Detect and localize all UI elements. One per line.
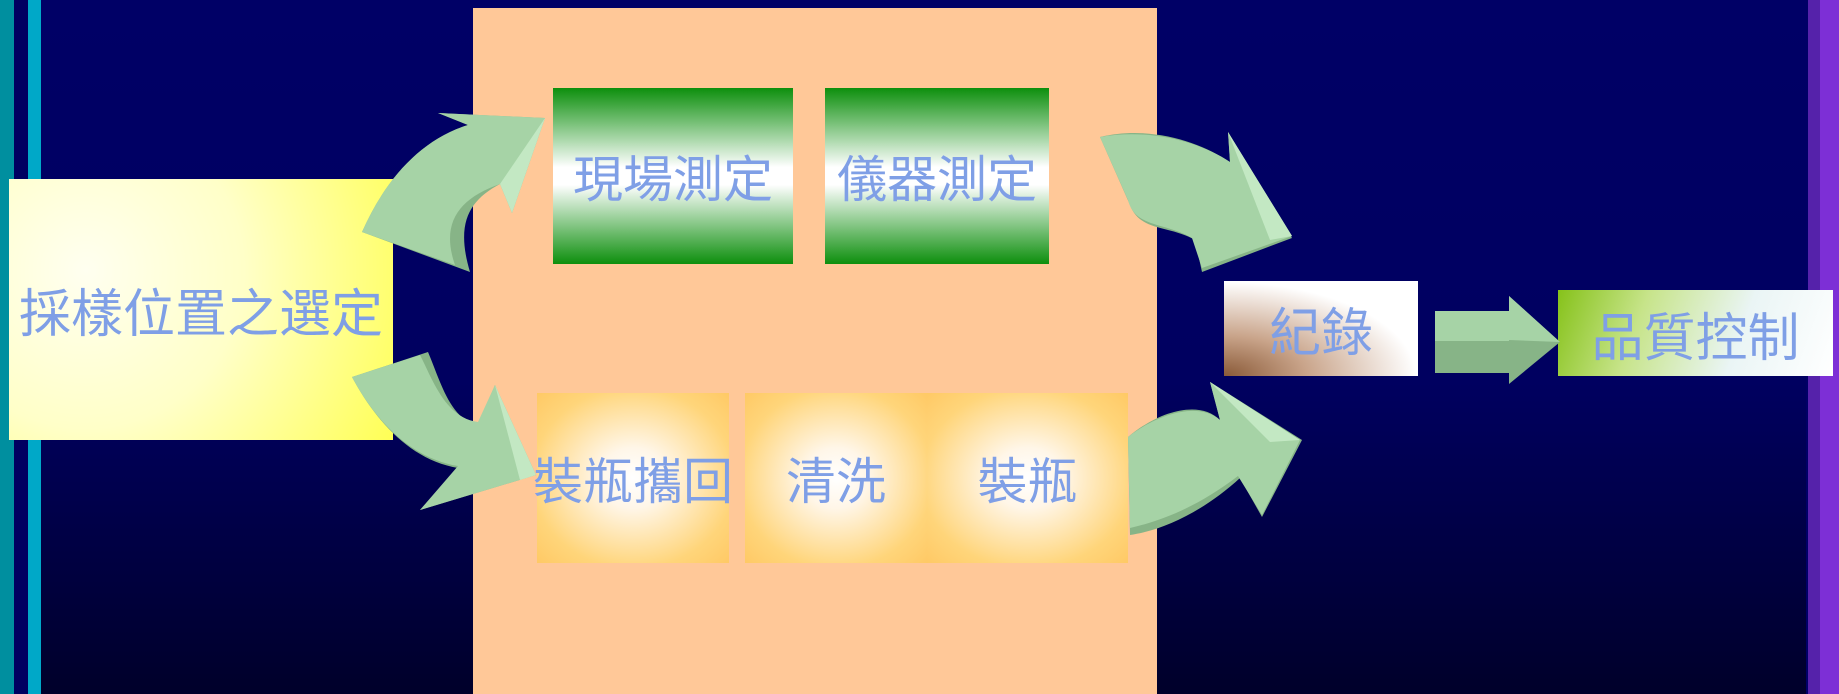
arrow-record-to-qc: [1435, 296, 1560, 384]
arrow-bottling-to-record: [1128, 382, 1302, 535]
node-instrument-measurement: 儀器測定: [825, 88, 1049, 264]
node-sampling-location-label: 採樣位置之選定: [18, 285, 383, 345]
node-bottle-return: 裝瓶攜回: [533, 393, 733, 563]
node-cleaning: 清洗: [745, 393, 927, 563]
node-instrument-measurement-label: 儀器測定: [837, 151, 1037, 209]
node-field-measurement-label: 現場測定: [573, 151, 773, 209]
node-bottling: 裝瓶: [927, 393, 1128, 563]
node-sampling-location: 採樣位置之選定: [9, 179, 393, 440]
node-quality-control: 品質控制: [1558, 290, 1833, 376]
node-quality-control-label: 品質控制: [1591, 308, 1800, 369]
node-field-measurement: 現場測定: [553, 88, 793, 264]
node-record-label: 紀錄: [1268, 304, 1373, 364]
arrow-instrument-to-record: [1100, 132, 1292, 272]
node-cleaning-label: 清洗: [786, 453, 886, 511]
arrow-start-to-return: [352, 352, 536, 510]
node-bottle-return-label: 裝瓶攜回: [533, 453, 733, 511]
node-record: 紀錄: [1224, 281, 1418, 376]
node-bottling-label: 裝瓶: [977, 453, 1078, 511]
arrow-start-to-field: [362, 113, 545, 272]
